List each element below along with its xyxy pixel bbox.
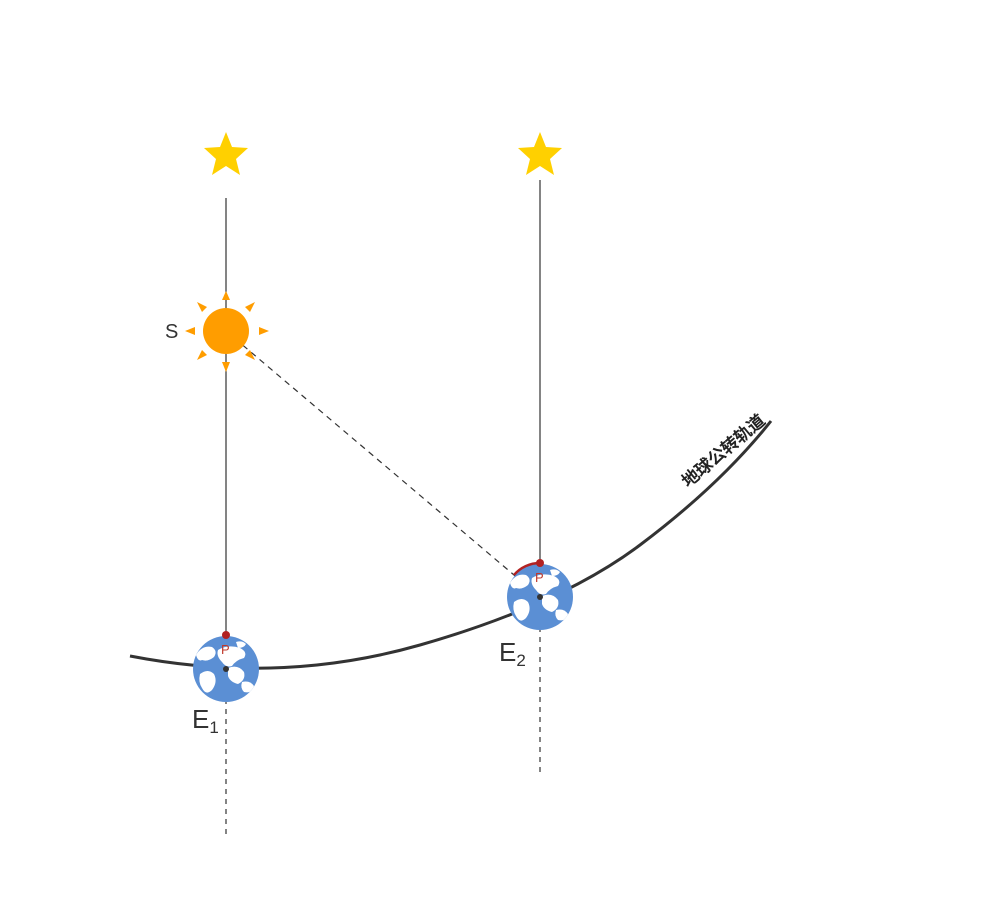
sun-label: S xyxy=(165,321,178,343)
point-p1-dot xyxy=(222,631,230,639)
point-p2-dot xyxy=(536,559,544,567)
earth-globe-icon xyxy=(193,636,259,702)
dashed-sun-earth2-line xyxy=(225,330,541,598)
star-icon xyxy=(518,132,562,175)
point-p2-label: P xyxy=(535,570,544,585)
orbit-label: 地球公转轨道 xyxy=(678,410,770,492)
earth2-label: E2 xyxy=(499,637,526,670)
earth2-center-dot xyxy=(537,594,543,600)
point-p1-label: P xyxy=(221,642,230,657)
earth1-label: E1 xyxy=(192,704,219,737)
sun-icon xyxy=(185,291,269,372)
star-icon xyxy=(204,132,248,175)
earth1-center-dot xyxy=(223,666,229,672)
